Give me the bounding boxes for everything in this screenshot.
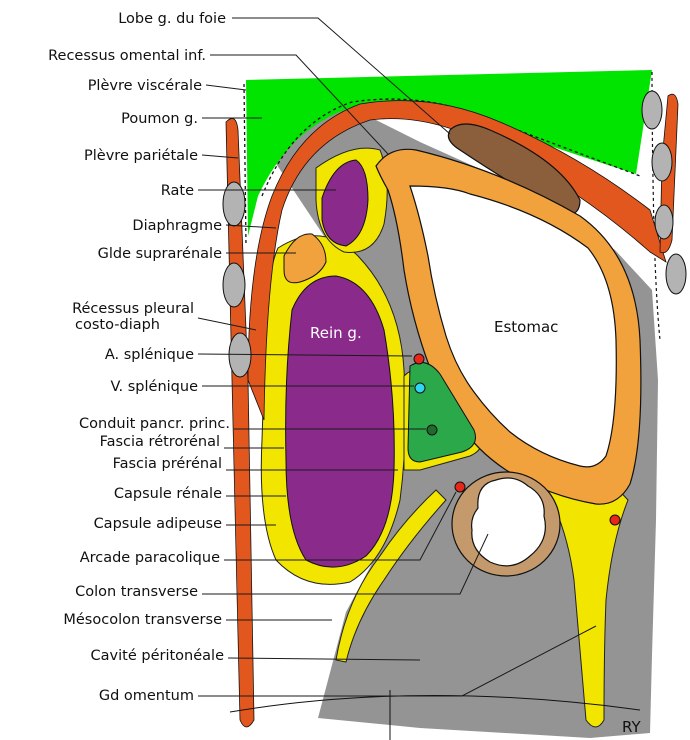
label-recessus-omental: Recessus omental inf.	[48, 48, 206, 64]
rib-6	[655, 205, 673, 239]
left-kidney-shape	[286, 276, 395, 567]
labels: Lobe g. du foie Recessus omental inf. Pl…	[48, 11, 230, 704]
label-capsule-renale: Capsule rénale	[114, 486, 222, 502]
label-fascia-prerenal: Fascia prérénal	[113, 456, 222, 472]
label-v-splenique: V. splénique	[110, 379, 198, 395]
label-a-splenique: A. splénique	[105, 347, 194, 363]
label-colon-transverse: Colon transverse	[75, 584, 198, 600]
label-diaphragme: Diaphragme	[132, 218, 222, 234]
rib-4	[642, 91, 662, 129]
splenic-artery-dot	[414, 354, 424, 364]
rib-3	[229, 333, 251, 377]
leader-recessus-pleural	[198, 318, 256, 330]
label-rate: Rate	[161, 183, 194, 199]
label-lobe-foie: Lobe g. du foie	[118, 11, 226, 27]
label-plevre-viscerale: Plèvre viscérale	[88, 78, 202, 94]
splenic-vein-dot	[415, 383, 425, 393]
label-recessus-pleural: Récessus pleural	[72, 301, 194, 317]
label-conduit-pancr: Conduit pancr. princ.	[79, 416, 230, 432]
label-glde-suprarenale: Glde suprarénale	[98, 246, 222, 262]
stomach-label: Estomac	[494, 318, 558, 336]
rib-7	[666, 254, 686, 294]
kidney-label: Rein g.	[310, 324, 362, 342]
author-initials: RY	[622, 718, 641, 736]
label-plevre-parietale: Plèvre pariétale	[84, 148, 198, 164]
omental-vessel-dot	[610, 515, 620, 525]
transverse-colon-lumen	[472, 478, 546, 566]
label-poumon: Poumon g.	[121, 111, 198, 127]
label-cavite-peritoneale: Cavité péritonéale	[91, 648, 225, 664]
leader-plevre-viscerale	[206, 85, 246, 90]
label-costo-diaph: costo-diaph	[75, 317, 160, 333]
rib-2	[223, 263, 245, 307]
pancreatic-duct-dot	[427, 425, 437, 435]
label-capsule-adipeuse: Capsule adipeuse	[94, 516, 223, 532]
rib-1	[223, 182, 245, 226]
paracolic-arcade-dot	[455, 482, 465, 492]
label-arcade-paracolique: Arcade paracolique	[80, 550, 220, 566]
rib-5	[652, 143, 672, 181]
label-gd-omentum: Gd omentum	[99, 688, 194, 704]
label-fascia-retrorenal: Fascia rétrorénal	[100, 434, 220, 450]
label-mesocolon: Mésocolon transverse	[63, 612, 222, 628]
